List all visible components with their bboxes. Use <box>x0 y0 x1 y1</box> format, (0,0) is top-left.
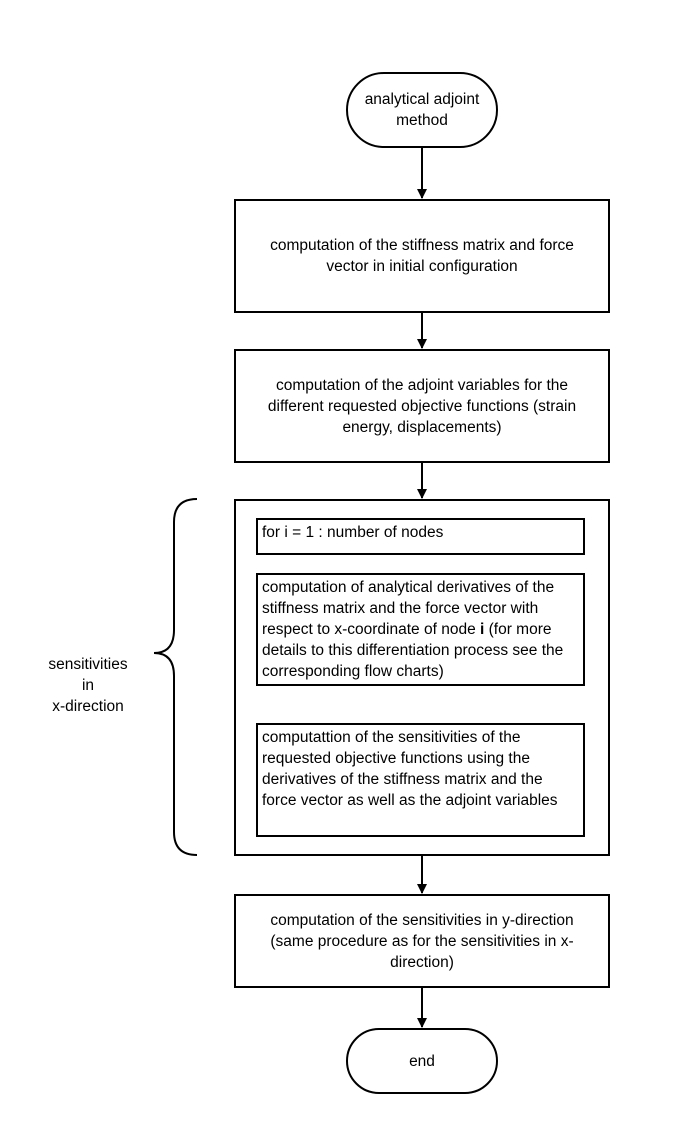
brace-label-line-1: sensitivities <box>48 656 128 673</box>
end-node-label: end <box>409 1052 435 1070</box>
brace-label-line-2: in <box>81 677 95 694</box>
y-direction-step: computation of the sensitivities in y-di… <box>234 894 610 988</box>
stiffness-matrix-step-label: computation of the stiffness matrix and … <box>270 237 574 275</box>
start-node: analytical adjoint method <box>346 72 498 148</box>
adjoint-variables-step: computation of the adjoint variables for… <box>234 349 610 463</box>
loop-header-label: for i = 1 : number of nodes <box>262 524 444 541</box>
derivatives-step-node-index: i <box>480 621 485 638</box>
loop-header: for i = 1 : number of nodes <box>256 518 585 555</box>
derivatives-step-text-start: computation of analytical derivatives of… <box>262 579 555 638</box>
sensitivities-step: computattion of the sensitivities of the… <box>256 723 585 837</box>
start-node-label: analytical adjoint method <box>364 91 480 129</box>
curly-brace <box>153 498 198 856</box>
sensitivities-step-label: computattion of the sensitivities of the… <box>262 729 558 809</box>
y-direction-step-label: computation of the sensitivities in y-di… <box>270 911 574 971</box>
derivatives-step: computation of analytical derivatives of… <box>256 573 585 686</box>
stiffness-matrix-step: computation of the stiffness matrix and … <box>234 199 610 313</box>
brace-label-line-3: x-direction <box>52 698 124 715</box>
derivatives-step-text-end: (for more details to this differentiatio… <box>262 621 564 680</box>
sensitivities-x-direction-label: sensitivities in x-direction <box>28 654 148 717</box>
adjoint-variables-step-label: computation of the adjoint variables for… <box>267 376 577 436</box>
end-node: end <box>346 1028 498 1094</box>
